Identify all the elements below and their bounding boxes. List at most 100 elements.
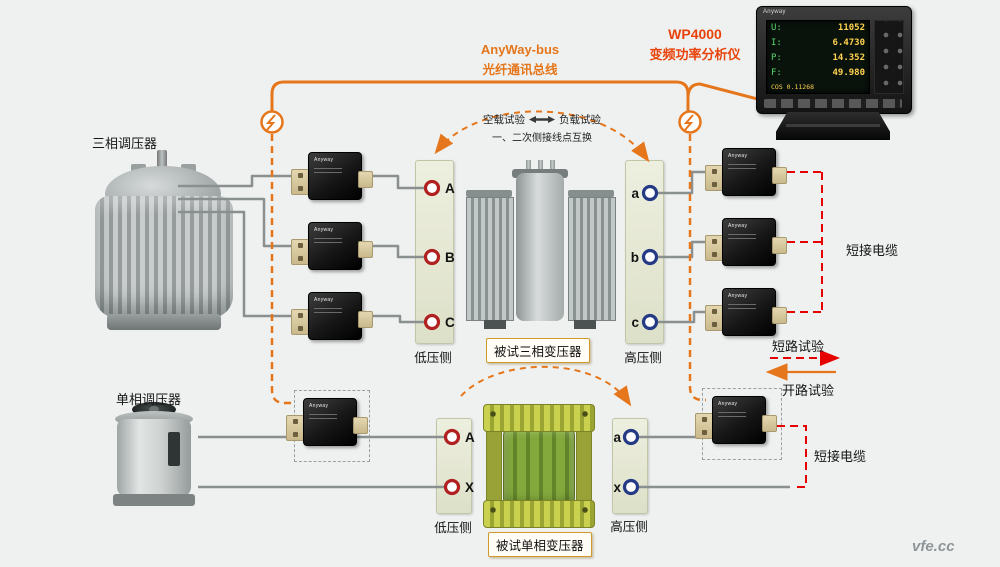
screen-footer: COS 0.11268 <box>771 83 815 91</box>
analyzer-stand-ridge <box>786 124 880 127</box>
terminal-letter: a <box>631 186 639 201</box>
bus-drop-right <box>688 134 706 402</box>
screen-label: I: <box>771 38 782 48</box>
hv-side-label-top: 高压侧 <box>624 351 662 365</box>
terminal-a <box>641 184 659 202</box>
lv-terminals <box>423 179 461 496</box>
single-phase-dut-transformer-image <box>483 404 595 528</box>
transducer-brand: Anyway <box>728 223 748 229</box>
transducer: Anyway <box>695 396 777 444</box>
radiator-fins <box>466 197 514 321</box>
bushing <box>538 160 543 175</box>
screen-row: P: 14.352 <box>767 51 869 66</box>
transducer-connector <box>772 237 787 254</box>
radiator-fins <box>568 197 616 321</box>
bus-line <box>270 80 690 111</box>
fiber-bus <box>270 80 766 111</box>
short-cable-label-bottom: 短接电缆 <box>814 449 867 464</box>
core-yoke-top <box>483 404 595 432</box>
analyzer-title-line2: 变频功率分析仪 <box>649 47 741 62</box>
terminal-letter: A <box>445 181 455 196</box>
dut-single-phase-label: 被试单相变压器 <box>488 532 592 557</box>
wire <box>178 197 312 248</box>
transducer: Anyway <box>291 222 373 270</box>
bus-line-to-analyzer <box>686 82 766 103</box>
bus-title-line1: AnyWay-bus <box>480 42 560 57</box>
transducer-body: Anyway <box>722 148 776 196</box>
transducer-brand: Anyway <box>314 227 334 233</box>
screen-label: F: <box>771 68 782 78</box>
watermark: vfe.cc <box>912 538 955 555</box>
lightning-icon <box>683 114 694 131</box>
terminal-B <box>423 248 441 266</box>
fiber-node-icons <box>260 110 702 134</box>
transducer-body: Anyway <box>303 398 357 446</box>
regulator-ribbed-body <box>95 196 233 318</box>
terminal-X <box>443 478 461 496</box>
transducer-connector <box>762 415 777 432</box>
transducer-connector <box>358 241 373 258</box>
transducer-body: Anyway <box>722 218 776 266</box>
transformer-foot <box>574 320 596 329</box>
regulator-base <box>107 314 221 330</box>
transducer-brand: Anyway <box>728 153 748 159</box>
transducer-brand: Anyway <box>309 403 329 409</box>
dut-three-phase-label: 被试三相变压器 <box>486 338 590 363</box>
analyzer-button-row <box>764 99 902 108</box>
transducer-body: Anyway <box>308 222 362 270</box>
test-swap-annotation: 空载试验 负载试验 一、二次侧接线点互换 <box>452 112 632 144</box>
screen-value: 6.4730 <box>832 38 865 48</box>
swap-note: 一、二次侧接线点互换 <box>492 133 592 144</box>
terminal-letter: c <box>631 315 639 330</box>
screen-row: I: 6.4730 <box>767 36 869 51</box>
test-swap-row: 空载试验 负载试验 <box>452 112 632 127</box>
terminal-letter: B <box>445 250 455 265</box>
terminal-A2 <box>443 428 461 446</box>
bus-drop-left <box>270 134 294 405</box>
transducer: Anyway <box>705 218 787 266</box>
analyzer-title: WP4000 变频功率分析仪 <box>630 26 760 63</box>
screen-row: U: 11052 <box>767 21 869 36</box>
lv-side-label-bottom: 低压侧 <box>434 521 472 535</box>
analyzer-title-line1: WP4000 <box>668 26 722 42</box>
terminal-letter: x <box>613 480 621 495</box>
three-phase-dut-transformer-image <box>466 160 616 335</box>
transducer-connector <box>358 171 373 188</box>
transducer-base-plate <box>695 413 716 439</box>
three-phase-regulator-image <box>95 150 235 338</box>
wire <box>178 210 312 318</box>
radiator-header <box>466 190 512 197</box>
terminal-letter: C <box>445 315 455 330</box>
transducer-body: Anyway <box>722 288 776 336</box>
bushing <box>550 160 555 175</box>
terminal-b <box>641 248 659 266</box>
screen-value: 11052 <box>837 23 865 33</box>
bushing <box>526 160 531 175</box>
wire <box>178 174 312 188</box>
swap-arc-bottom <box>460 365 632 407</box>
regulator-base <box>113 494 195 506</box>
terminal-letter: b <box>631 250 639 265</box>
regulator-stem <box>157 150 167 178</box>
transducer: Anyway <box>286 398 368 446</box>
transducer-connector <box>772 307 787 324</box>
screen-label: U: <box>771 23 782 33</box>
double-arrow-icon <box>529 116 555 123</box>
single-phase-regulator-label: 单相调压器 <box>116 392 182 407</box>
transducer: Anyway <box>291 292 373 340</box>
hv-terminals <box>622 184 659 496</box>
transducer-brand: Anyway <box>314 157 334 163</box>
transducer-body: Anyway <box>308 152 362 200</box>
screen-value: 49.980 <box>832 68 865 78</box>
transducer: Anyway <box>291 152 373 200</box>
wire <box>360 244 425 259</box>
transducer-body: Anyway <box>308 292 362 340</box>
analyzer-brand: Anyway <box>763 9 786 15</box>
wp4000-analyzer-image: Anyway U: 11052 I: 6.4730 P: 14.352 F: 4… <box>756 6 912 142</box>
bus-title-line2: 光纤通讯总线 <box>482 63 558 77</box>
radiator-header <box>568 190 614 197</box>
swap-arc-top <box>434 110 650 163</box>
transducer: Anyway <box>705 288 787 336</box>
